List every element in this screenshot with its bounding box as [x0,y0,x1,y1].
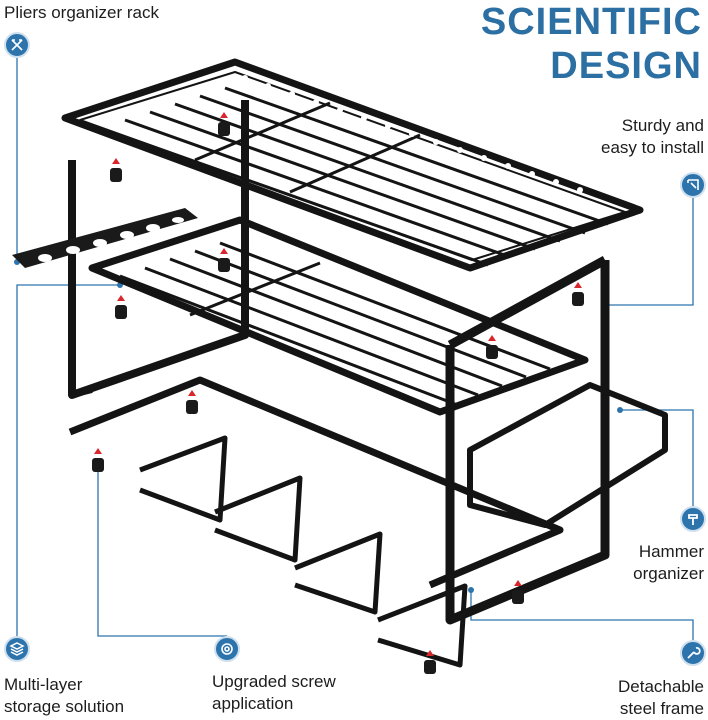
screw-line-2: application [212,694,294,713]
pliers-plate [12,208,198,268]
wrench-icon [680,640,706,666]
leader-lines [16,58,694,640]
hammer-callout: Hammer organizer [633,541,704,585]
sturdy-line-1: Sturdy and [621,116,704,135]
screws [92,112,584,674]
hammer-line-2: organizer [633,564,704,583]
frame-callout: Detachable steel frame [618,676,704,720]
screw-line-1: Upgraded screw [212,672,336,691]
sturdy-line-2: easy to install [601,138,704,157]
frame-line-1: Detachable [617,677,704,696]
bracket-icon [680,172,706,198]
screw-icon [214,636,240,662]
multilayer-callout: Multi-layer storage solution [4,674,124,718]
headline-line-1: SCIENTIFIC [480,1,702,43]
sturdy-callout: Sturdy and easy to install [601,115,704,159]
hammer-icon [680,506,706,532]
pliers-callout: Pliers organizer rack [4,3,159,22]
multilayer-line-2: storage solution [4,697,125,716]
headline-line-2: DESIGN [550,45,702,87]
multilayer-line-1: Multi-layer [4,675,83,694]
pliers-icon [4,32,30,58]
frame-line-2: steel frame [619,699,704,718]
headline: SCIENTIFIC DESIGN [481,0,702,88]
screw-callout: Upgraded screw application [212,671,336,715]
hammer-line-1: Hammer [638,542,704,561]
layers-icon [4,636,30,662]
